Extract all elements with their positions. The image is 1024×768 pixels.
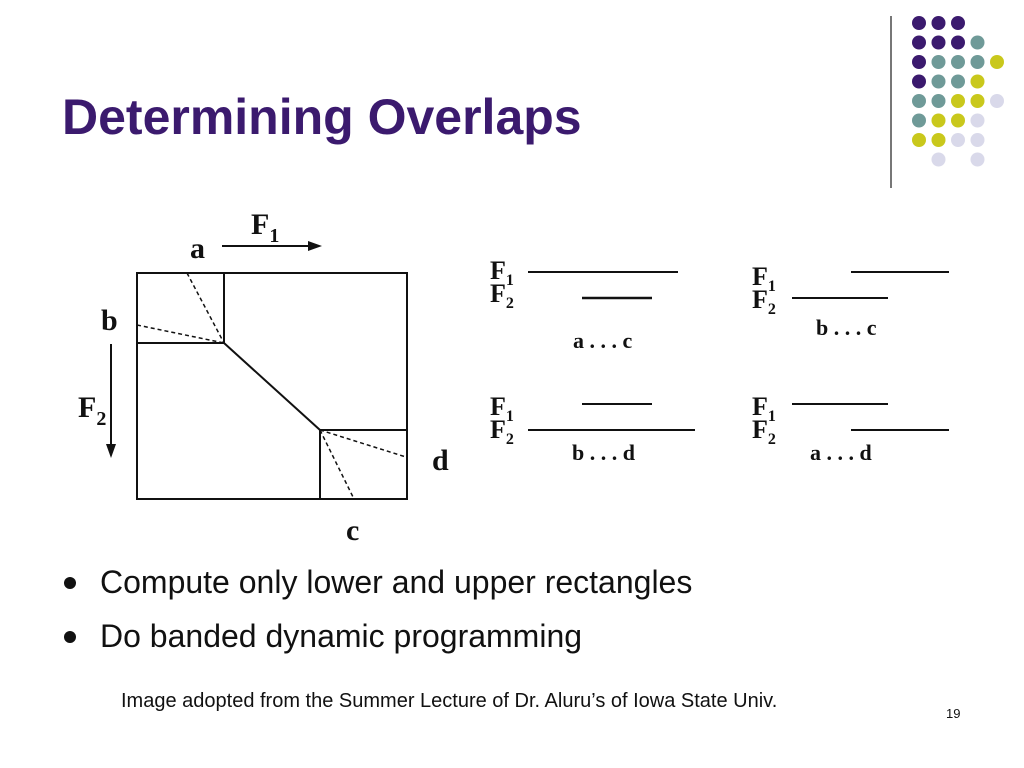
svg-text:F1: F1 bbox=[490, 256, 514, 289]
f2-label: F2 bbox=[78, 391, 106, 430]
label-b: b bbox=[101, 304, 118, 337]
decor-dot bbox=[931, 74, 946, 89]
bullet-dot-icon bbox=[64, 631, 76, 643]
case-4-range: a . . . d bbox=[810, 440, 872, 465]
overlap-diagram: F1 a b F2 d c F1 F2 a . . . c F1 F2 bbox=[78, 208, 949, 547]
label-d: d bbox=[432, 444, 449, 477]
decor-dot bbox=[951, 74, 965, 89]
decor-dot bbox=[970, 133, 985, 147]
decor-dot bbox=[990, 94, 1004, 108]
dp-matrix bbox=[136, 272, 408, 500]
svg-text:F1: F1 bbox=[752, 262, 776, 295]
f1-label: F1 bbox=[251, 208, 279, 247]
decor-dot bbox=[931, 16, 946, 30]
decor-dot bbox=[931, 35, 946, 50]
bullet-dot-icon bbox=[64, 577, 76, 589]
case-1-range: a . . . c bbox=[573, 328, 633, 353]
decor-dot bbox=[951, 35, 965, 50]
divider-line bbox=[890, 16, 892, 188]
decor-dot bbox=[912, 16, 926, 30]
decor-dot bbox=[951, 16, 965, 30]
case-3-range: b . . . d bbox=[572, 440, 635, 465]
decor-dot bbox=[912, 74, 926, 89]
overlap-case-4: F1 F2 a . . . d bbox=[752, 392, 949, 465]
decor-dot bbox=[970, 94, 985, 108]
decor-dot bbox=[931, 55, 946, 69]
label-a: a bbox=[190, 232, 205, 265]
decor-dot bbox=[931, 152, 946, 167]
band-lines bbox=[136, 272, 407, 500]
svg-text:F2: F2 bbox=[752, 415, 776, 448]
decor-dot bbox=[970, 74, 985, 89]
bullet-item: Compute only lower and upper rectangles bbox=[62, 555, 692, 609]
decor-dot bbox=[931, 113, 946, 128]
page-number: 19 bbox=[946, 706, 961, 721]
svg-text:F1: F1 bbox=[752, 392, 776, 425]
bullet-item: Do banded dynamic programming bbox=[62, 609, 692, 663]
decor-dot bbox=[912, 55, 926, 69]
svg-text:F2: F2 bbox=[490, 415, 514, 448]
decor-dot bbox=[951, 133, 965, 147]
case-2-range: b . . . c bbox=[816, 315, 877, 340]
f2-arrow bbox=[106, 344, 116, 458]
page-title: Determining Overlaps bbox=[62, 89, 582, 145]
decor-dot bbox=[951, 55, 965, 69]
decor-dot bbox=[970, 55, 985, 69]
decor-dot bbox=[970, 113, 985, 128]
f1-arrow bbox=[222, 241, 322, 251]
decor-dot bbox=[951, 113, 965, 128]
overlap-case-1: F1 F2 a . . . c bbox=[490, 256, 678, 353]
overlap-case-3: F1 F2 b . . . d bbox=[490, 392, 695, 465]
decor-dot bbox=[912, 35, 926, 50]
overlap-case-2: F1 F2 b . . . c bbox=[752, 262, 949, 340]
decorative-dot-grid bbox=[912, 16, 1004, 167]
decor-dot bbox=[931, 94, 946, 108]
decor-dot bbox=[912, 133, 926, 147]
decor-dot bbox=[970, 152, 985, 167]
image-credit: Image adopted from the Summer Lecture of… bbox=[121, 690, 778, 712]
bullet-list: Compute only lower and upper rectangles … bbox=[62, 555, 692, 663]
decor-dot bbox=[970, 35, 985, 50]
decor-dot bbox=[912, 94, 926, 108]
label-c: c bbox=[346, 514, 359, 547]
svg-text:F2: F2 bbox=[490, 279, 514, 312]
decor-dot bbox=[912, 113, 926, 128]
svg-text:F2: F2 bbox=[752, 285, 776, 318]
decor-dot bbox=[931, 133, 946, 147]
decor-dot bbox=[990, 55, 1004, 69]
svg-text:F1: F1 bbox=[490, 392, 514, 425]
decor-dot bbox=[951, 94, 965, 108]
